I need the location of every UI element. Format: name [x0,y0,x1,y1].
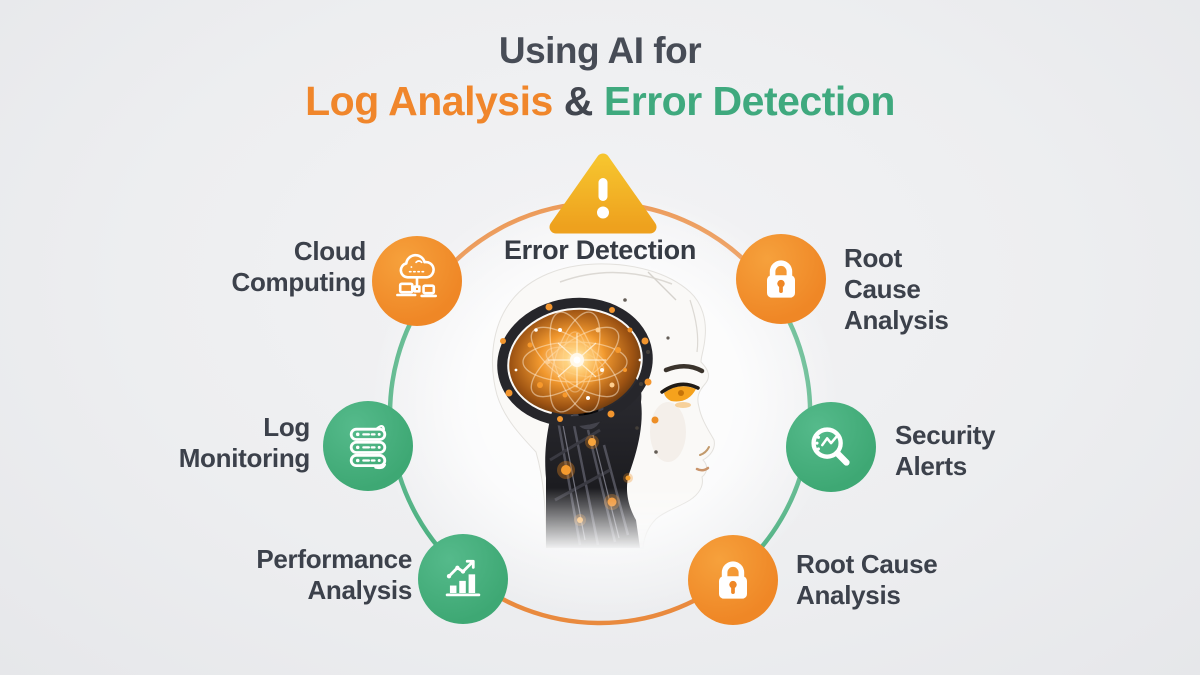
brain-nodes [527,327,627,400]
subtitle-log-analysis: Log Analysis [305,78,553,124]
brain-ring-dots [500,303,652,422]
nostril [699,446,710,456]
glowing-brain [497,297,653,427]
label-security-alerts: Security Alerts [895,420,1115,482]
label-line: Analysis [307,575,412,605]
face-details [623,298,710,472]
warning-triangle-icon [549,153,657,234]
node-cloud-computing [372,236,462,326]
label-line: Analysis [796,580,901,610]
label-root-cause-top: Root Cause Analysis [844,243,1064,336]
label-line: Log [263,412,310,442]
label-line: Analysis [844,305,949,335]
skull-seam [647,271,677,301]
eyebrow [663,364,705,374]
face-sensor-dot [627,327,633,333]
cloud-devices-icon [396,253,437,298]
panel-dots [623,298,670,454]
node-log-monitoring [323,401,413,491]
server-stack-icon [349,425,387,470]
node-root-cause-bottom [688,535,778,625]
lips [695,466,710,472]
label-line: Performance [256,544,412,574]
label-log-monitoring: Log Monitoring [48,412,311,474]
label-line: Root Cause [796,549,938,579]
label-cloud-computing: Cloud Computing [100,236,367,298]
padlock-icon [767,260,795,298]
label-line: Monitoring [178,443,311,473]
cheek-shade [650,402,686,462]
label-performance-analysis: Performance Analysis [112,544,412,606]
label-line: Security [895,420,996,450]
label-root-cause-bottom: Root Cause Analysis [796,549,1076,611]
subtitle-ampersand: & [563,78,594,124]
subtitle-error-detection: Error Detection [603,78,895,124]
label-line: Cloud [293,236,366,266]
label-line: Alerts [895,451,967,481]
page-title: Using AI for [498,30,702,71]
face-sensor-dot [651,416,659,424]
eyelash-line [660,382,700,394]
ai-robot-head [491,263,715,549]
label-line: Cause [844,274,921,304]
skull-seam [689,299,699,353]
bar-chart-growth-icon [445,559,481,597]
under-eye-glow [675,402,691,408]
label-line: Root [844,243,902,273]
flare-core-inner [573,356,581,364]
label-line: Computing [231,267,367,297]
node-performance-analysis [418,534,508,624]
node-root-cause-top [736,234,826,324]
pupil [678,390,684,396]
page-subtitle: Log Analysis&Error Detection [0,78,1200,125]
magnifier-analytics-icon [811,427,850,466]
padlock-icon [719,561,747,599]
node-security-alerts [786,402,876,492]
skull-seam [559,271,673,285]
label-error-detection: Error Detection [503,235,697,265]
